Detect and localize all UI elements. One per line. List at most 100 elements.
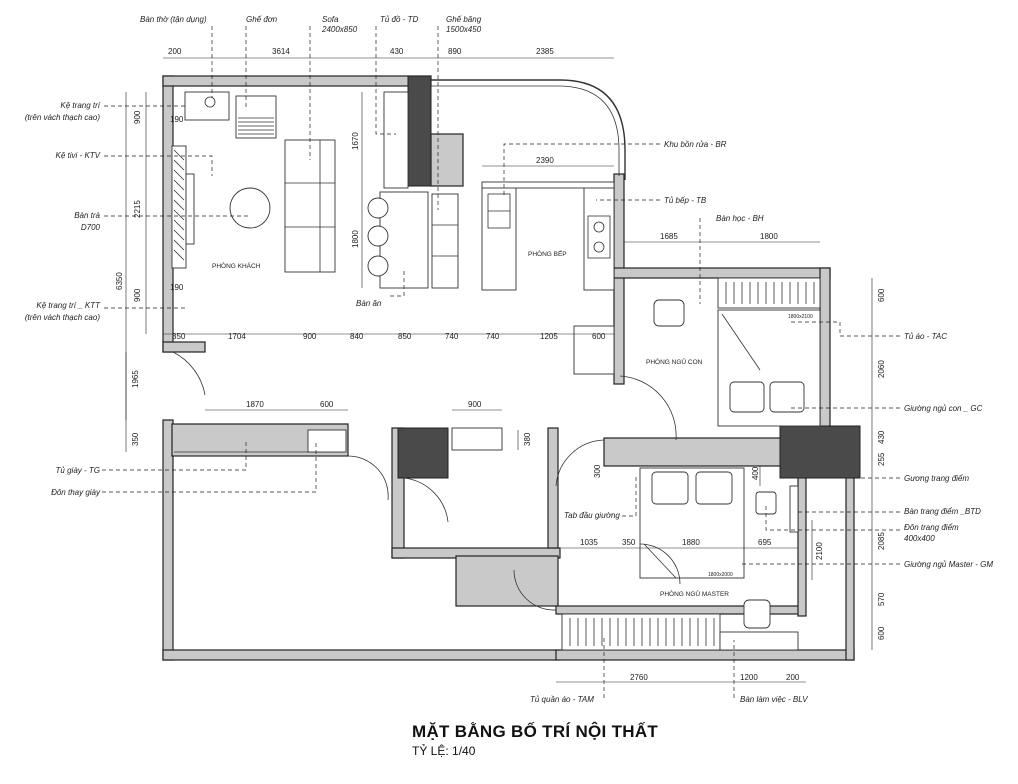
- dim-lb-6: 740: [486, 332, 500, 341]
- bed-size-kid: 1800x2100: [788, 314, 813, 320]
- dim-bottom-0: 2760: [630, 673, 648, 682]
- dim-lb-3: 840: [350, 332, 364, 341]
- floor-plan-drawing: PHÒNG KHÁCH PHÒNG BẾP PHÒNG NGỦ CON PHÒN…: [25, 15, 994, 704]
- label-bench: Ghế băng: [446, 15, 482, 24]
- label-coffee-table: Bàn trà: [74, 211, 100, 220]
- bath-counter: [451, 427, 503, 451]
- label-shoe-bench: Đôn thay giày: [51, 488, 101, 497]
- kid-wardrobe: [717, 277, 821, 309]
- dim-mid-300: 300: [593, 464, 602, 478]
- vanity-stool: [755, 491, 777, 515]
- dim-top-1: 3614: [272, 47, 290, 56]
- wall-master-top: [603, 437, 795, 467]
- column-top: [407, 75, 432, 187]
- label-work-desk: Bàn làm việc - BLV: [740, 695, 808, 704]
- wall-master-right: [797, 465, 807, 617]
- label-armchair: Ghế đơn: [246, 15, 278, 24]
- dim-lb-8: 600: [592, 332, 606, 341]
- dim-right-0: 600: [877, 288, 886, 302]
- column-mid: [397, 427, 449, 479]
- dim-right-4: 2085: [877, 532, 886, 550]
- label-kid-bed: Giường ngủ con _ GC: [904, 404, 983, 413]
- sink-counter: [481, 185, 517, 291]
- dim-left-outer-2: 350: [131, 432, 140, 446]
- label-shoe-cabinet: Tủ giày - TG: [56, 466, 100, 475]
- dim-left-inner-0: 900: [133, 110, 142, 124]
- wall-bottom-right: [555, 649, 855, 661]
- label-vanity-stool: Đôn trang điểm: [904, 523, 959, 532]
- dim-mr-0: 1035: [580, 538, 598, 547]
- label-vanity: Bàn trang điểm _BTD: [904, 507, 981, 516]
- vanity: [789, 485, 799, 533]
- label-master-wardrobe: Tủ quần áo - TAM: [530, 695, 594, 704]
- dim-top-0: 200: [168, 47, 182, 56]
- dim-lb-0: 350: [172, 332, 186, 341]
- dim-entry-0: 1870: [246, 400, 264, 409]
- dim-right-1: 2060: [877, 360, 886, 378]
- armchair: [235, 95, 277, 139]
- label-study-desk: Bàn học - BH: [716, 214, 764, 223]
- bench: [431, 193, 459, 289]
- study-chair: [653, 299, 685, 327]
- dim-left-outer-1: 1965: [131, 370, 140, 388]
- dim-top-2: 430: [390, 47, 404, 56]
- label-decor-ktt-note: (trên vách thạch cao): [25, 313, 100, 322]
- label-decor-ktt: Kệ trang trí _ KTT: [36, 301, 101, 310]
- label-nightstand: Tab đầu giường: [564, 511, 620, 520]
- label-altar: Bàn thờ (tận dụng): [140, 15, 207, 24]
- wall-wardrobe-block: [455, 555, 559, 607]
- label-dining-table: Bàn ăn: [356, 299, 382, 308]
- dim-mid-900: 900: [468, 400, 482, 409]
- balcony-curve: [431, 79, 626, 180]
- dim-right-3: 255: [877, 452, 886, 466]
- label-coffee-table-size: D700: [81, 223, 101, 232]
- kitchen-cabinet: [583, 185, 615, 291]
- sofa: [284, 139, 336, 273]
- wall-kid-top: [613, 267, 831, 279]
- dim-lb-5: 740: [445, 332, 459, 341]
- dim-left-small-1: 190: [170, 283, 184, 292]
- drawing-title: MẶT BẰNG BỐ TRÍ NỘI THẤT: [412, 722, 659, 741]
- dim-lb-4: 850: [398, 332, 412, 341]
- dim-lb-7: 1205: [540, 332, 558, 341]
- label-kid-wardrobe: Tủ áo - TAC: [904, 332, 947, 341]
- dim-mr-1: 350: [622, 538, 636, 547]
- shoe-bench: [307, 429, 347, 453]
- dimension-lines: [125, 57, 873, 683]
- label-wardrobe-td: Tủ đồ - TD: [380, 15, 418, 24]
- dim-left-inner-2: 900: [133, 288, 142, 302]
- dim-kid-top-0: 1685: [660, 232, 678, 241]
- dim-lb-2: 900: [303, 332, 317, 341]
- label-decor-shelf: Kệ trang trí: [60, 101, 100, 110]
- dim-v-1670: 1670: [351, 132, 360, 150]
- dim-v-400: 400: [751, 466, 760, 480]
- work-chair: [743, 599, 771, 629]
- wall-bottom-left: [162, 649, 559, 661]
- furniture: [171, 91, 821, 651]
- dim-mid-380: 380: [523, 432, 532, 446]
- label-kitchen-cabinet: Tủ bếp - TB: [664, 196, 707, 205]
- dim-top-4: 2385: [536, 47, 554, 56]
- dim-bottom-2: 200: [786, 673, 800, 682]
- wall-balcony-right: [845, 465, 855, 661]
- dim-right-2: 430: [877, 430, 886, 444]
- dim-v-1800: 1800: [351, 230, 360, 248]
- dim-left-outer-0: 6350: [115, 272, 124, 290]
- dim-left-inner-1: 2215: [133, 200, 142, 218]
- dim-entry-1: 600: [320, 400, 334, 409]
- coffee-table: [229, 187, 271, 229]
- dim-kid-top-1: 1800: [760, 232, 778, 241]
- dim-kitchen-width: 2390: [536, 156, 554, 165]
- label-master-bed: Giường ngủ Master - GM: [904, 560, 993, 569]
- label-sofa: Sofa: [322, 15, 339, 24]
- wall-kid-right: [819, 267, 831, 429]
- label-vanity-stool-size: 400x400: [904, 534, 935, 543]
- room-master-bedroom: PHÒNG NGỦ MASTER: [660, 589, 729, 598]
- work-desk: [719, 631, 799, 651]
- wall-kitchen-right: [613, 173, 625, 385]
- doors: [172, 351, 681, 611]
- dim-mr-2: 1880: [682, 538, 700, 547]
- room-kitchen: PHÒNG BẾP: [528, 248, 567, 258]
- dim-v-2100: 2100: [815, 542, 824, 560]
- room-living: PHÒNG KHÁCH: [212, 261, 261, 270]
